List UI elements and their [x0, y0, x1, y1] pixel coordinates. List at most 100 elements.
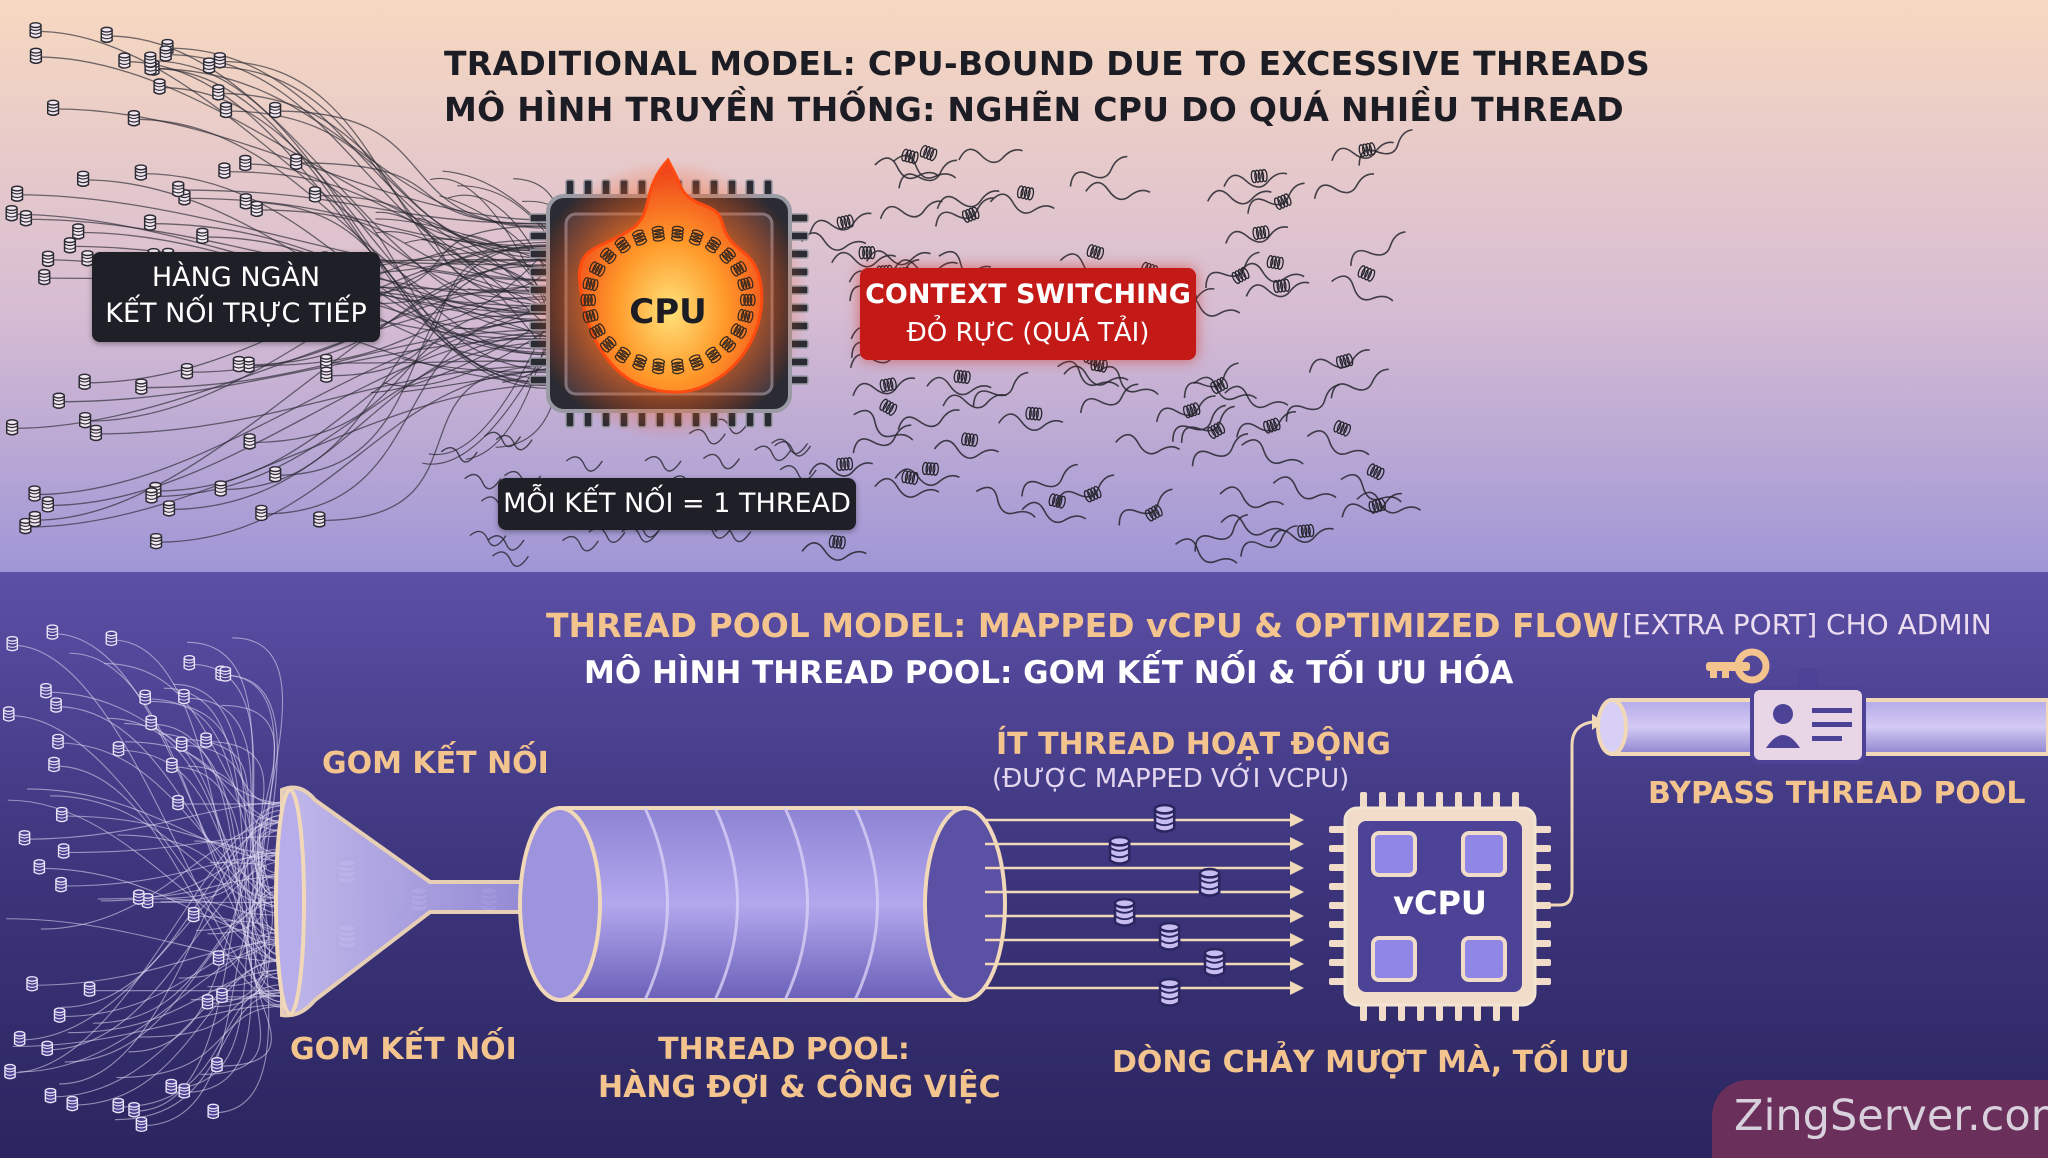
database-icon — [153, 78, 166, 95]
database-icon — [19, 210, 33, 227]
database-icon — [135, 1116, 148, 1133]
few-threads-label: ÍT THREAD HOẠT ĐỘNG — [996, 727, 1391, 762]
database-icon — [112, 741, 125, 757]
flow-label: DÒNG CHẢY MƯỢT MÀ, TỐI ƯU — [1112, 1045, 1630, 1080]
admin-badge-icon — [1750, 668, 1866, 764]
database-icon — [1153, 803, 1176, 833]
database-icon — [196, 227, 209, 245]
thread-pool-label-line2: HÀNG ĐỢI & CÔNG VIỆC — [598, 1070, 1001, 1105]
connections-label-line2: KẾT NỐI TRỰC TIẾP — [105, 298, 367, 329]
pipeline-databases — [1108, 803, 1226, 1007]
database-icon — [178, 1083, 191, 1099]
thread-coil-icon — [1048, 493, 1066, 509]
thread-coil-icon — [1358, 142, 1376, 158]
vcpu-label: vCPU — [1393, 884, 1487, 922]
thread-coil-icon — [901, 470, 919, 486]
bottom-title-en: THREAD POOL MODEL: MAPPED vCPU & OPTIMIZ… — [546, 606, 1619, 645]
database-icon — [57, 843, 70, 859]
database-icon — [232, 355, 245, 373]
database-icon — [1108, 835, 1131, 865]
database-icon — [118, 52, 131, 69]
key-icon — [1706, 648, 1770, 684]
thread-coil-icon — [961, 432, 979, 448]
gather-connections-bottom: GOM KẾT NỐI — [290, 1032, 517, 1067]
database-icon — [41, 1040, 54, 1057]
database-icon — [38, 268, 51, 286]
thread-coil-icon — [1182, 402, 1201, 419]
database-icon — [172, 180, 185, 198]
database-icon — [218, 162, 231, 179]
database-icon — [255, 504, 268, 522]
database-icon — [207, 1103, 219, 1120]
thread-pool-cylinder — [518, 806, 1007, 1002]
database-icon — [48, 756, 60, 773]
thread-coil-icon — [901, 148, 919, 165]
database-icon — [134, 164, 147, 181]
brand-watermark: ZingServer.com — [1712, 1080, 2048, 1158]
connections-label-line1: HÀNG NGÀN — [151, 262, 321, 293]
database-icon — [28, 485, 41, 502]
database-icon — [175, 736, 188, 752]
database-icon — [63, 237, 77, 254]
thread-coil-icon — [921, 461, 939, 476]
database-icon — [53, 1007, 66, 1023]
thread-coil-icon — [1025, 406, 1043, 421]
database-icon — [41, 250, 55, 267]
database-icon — [66, 1095, 79, 1112]
database-icon — [50, 697, 62, 713]
thread-coil-icon — [1273, 278, 1291, 294]
bypass-label: BYPASS THREAD POOL — [1648, 776, 2026, 811]
thread-coil-icon — [1252, 225, 1270, 241]
database-icon — [78, 373, 91, 390]
thread-coil-icon — [1333, 420, 1352, 437]
database-icon — [166, 757, 178, 774]
thread-coil-icon — [1368, 497, 1386, 514]
database-icon — [143, 214, 157, 231]
database-icon — [141, 893, 154, 909]
database-icon — [4, 1063, 16, 1080]
database-icon — [44, 1087, 57, 1104]
database-icon — [1203, 947, 1226, 977]
database-icon — [243, 433, 256, 450]
thread-coil-icon — [879, 377, 897, 393]
thread-coil-icon — [953, 369, 971, 385]
thread-coil-icon — [1231, 266, 1250, 285]
database-icon — [2, 706, 15, 722]
database-icon — [112, 1097, 125, 1114]
bypass-connector — [1545, 720, 1600, 907]
database-icon — [81, 250, 94, 267]
database-icon — [183, 655, 196, 671]
database-icon — [5, 205, 18, 222]
context-switching-badge: CONTEXT SWITCHING ĐỎ RỰC (QUÁ TẢI) — [860, 268, 1196, 360]
top-title-en: TRADITIONAL MODEL: CPU-BOUND DUE TO EXCE… — [444, 44, 1651, 83]
database-icon — [1198, 867, 1221, 897]
database-icon — [216, 987, 228, 1004]
database-icon — [211, 1057, 223, 1073]
thread-coil-icon — [879, 398, 898, 416]
database-icon — [313, 511, 326, 528]
database-icon — [308, 186, 322, 203]
database-icon — [180, 362, 194, 380]
thread-coil-icon — [1263, 417, 1281, 434]
database-icon — [46, 624, 59, 640]
database-icon — [320, 366, 333, 383]
database-icon — [13, 1030, 26, 1047]
thread-coil-icon — [836, 457, 854, 472]
database-icon — [213, 52, 226, 69]
database-icon — [29, 47, 43, 65]
database-icon — [28, 510, 42, 528]
database-icon — [135, 378, 148, 395]
thread-coil-icon — [1266, 255, 1284, 270]
database-icon — [127, 110, 140, 127]
extra-port-label: [EXTRA PORT] CHO ADMIN — [1622, 608, 1992, 641]
thread-coil-icon — [1016, 185, 1035, 201]
database-icon — [89, 424, 103, 442]
context-switching-subtitle: ĐỎ RỰC (QUÁ TẢI) — [906, 318, 1150, 348]
thread-coil-icon — [1357, 265, 1376, 282]
database-icon — [202, 57, 216, 74]
thread-coil-icon — [836, 214, 854, 230]
bottom-connection-lines — [6, 632, 285, 1127]
database-icon — [5, 419, 19, 436]
